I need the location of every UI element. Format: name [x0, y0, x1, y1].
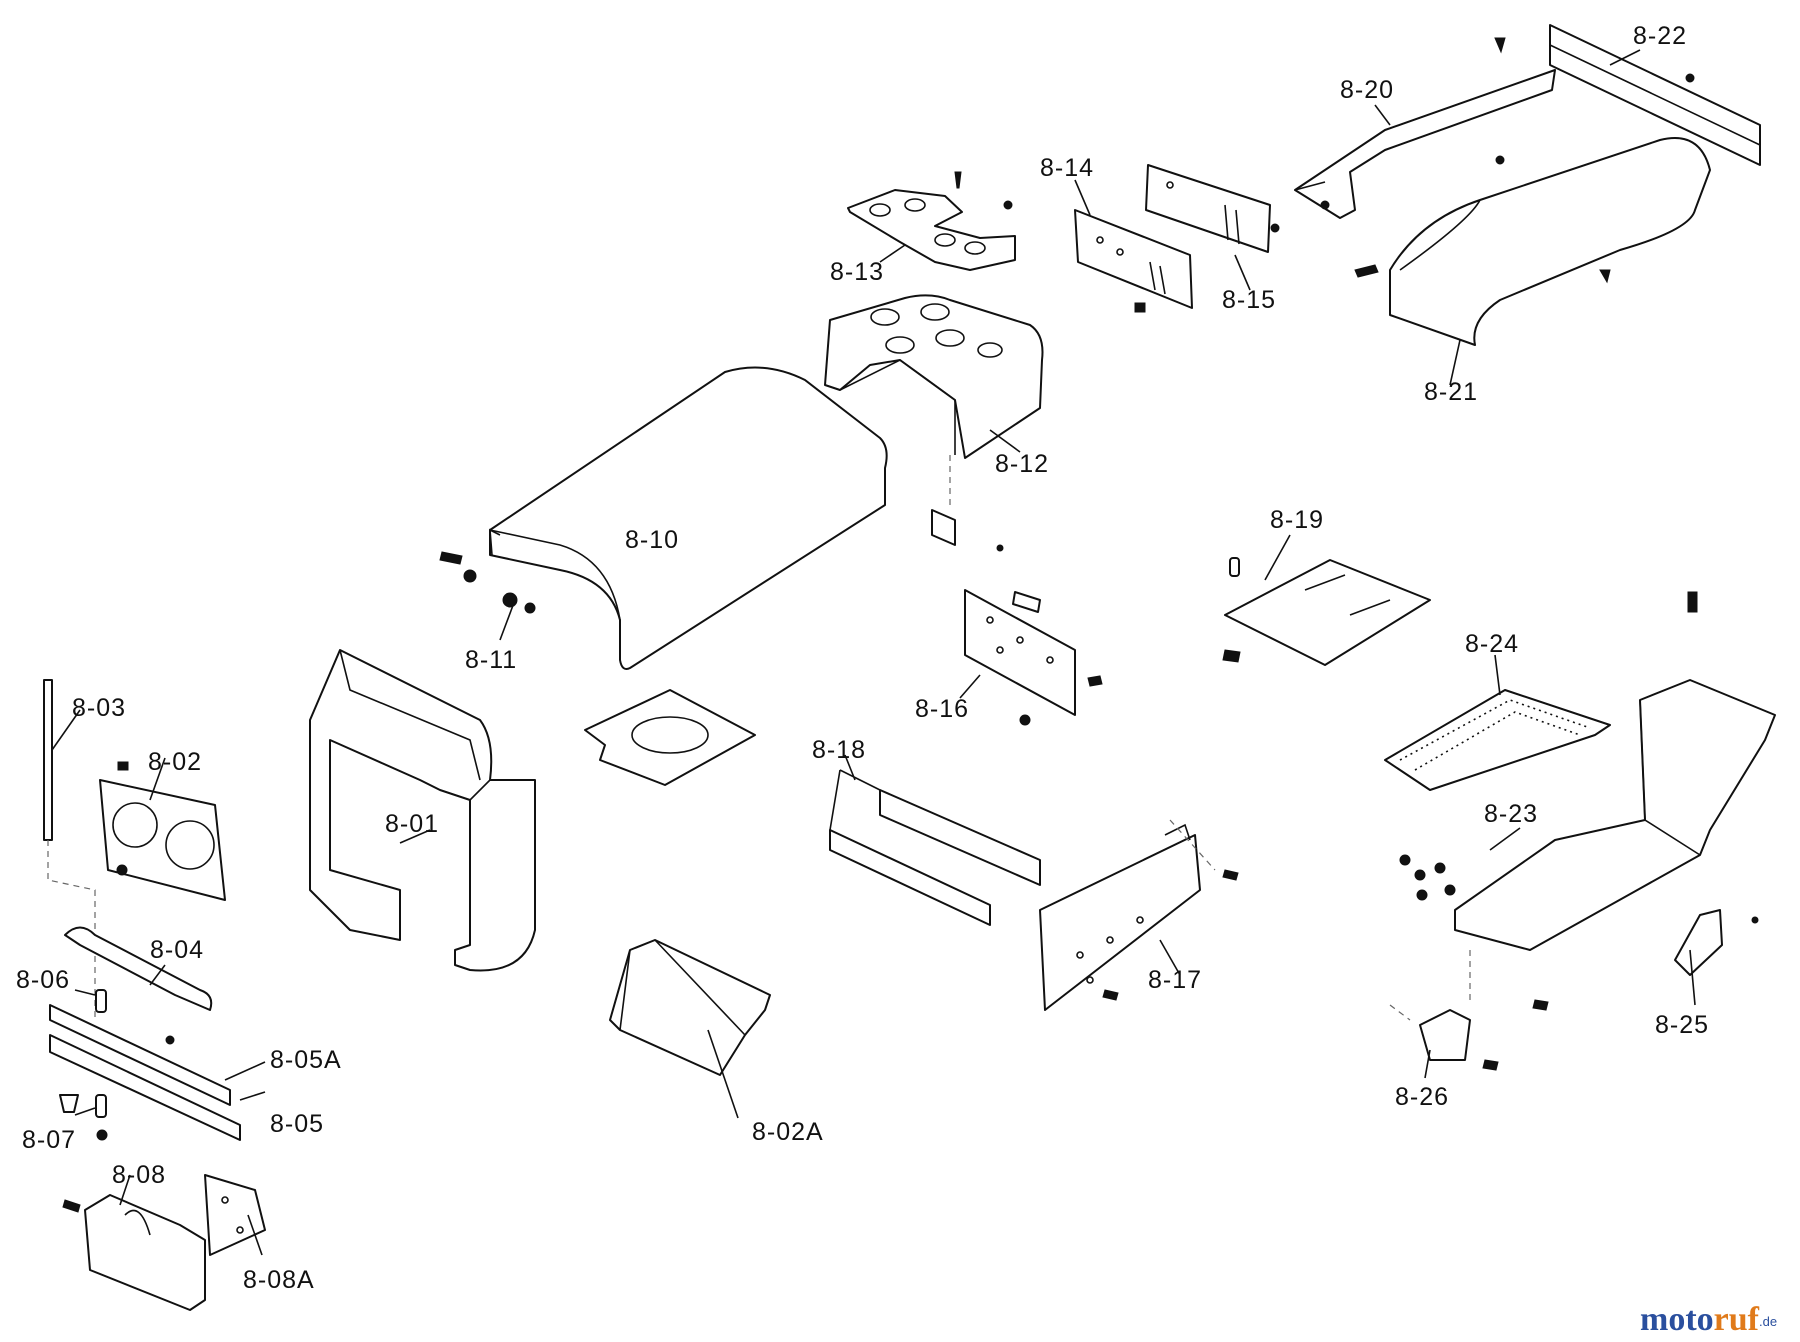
- skid-part: [609, 939, 771, 1076]
- label-8-22: 8-22: [1633, 22, 1687, 50]
- label-8-01: 8-01: [385, 810, 439, 838]
- label-8-06: 8-06: [16, 966, 70, 994]
- label-8-15: 8-15: [1222, 286, 1276, 314]
- floor-board-part: [1222, 557, 1431, 666]
- hood-part: [489, 366, 888, 670]
- channel-part: [829, 769, 1041, 926]
- floor-plate-part: [584, 689, 756, 786]
- label-8-14: 8-14: [1040, 154, 1094, 182]
- fender-part: [1320, 137, 1711, 346]
- label-8-16: 8-16: [915, 695, 969, 723]
- label-8-24: 8-24: [1465, 630, 1519, 658]
- grille-frame-part: [309, 649, 536, 972]
- label-8-05: 8-05: [270, 1110, 324, 1138]
- gauge-plate-part: [847, 171, 1016, 271]
- support-bar-part: [64, 926, 213, 1011]
- label-8-02a: 8-02A: [752, 1118, 824, 1146]
- hinge-part: [931, 455, 1004, 552]
- label-8-13: 8-13: [830, 258, 884, 286]
- label-8-26: 8-26: [1395, 1083, 1449, 1111]
- watermark-logo: motoruf.de: [1640, 1301, 1777, 1338]
- side-plate-part: [1074, 209, 1193, 313]
- label-8-10: 8-10: [625, 526, 679, 554]
- bracket-plate-part: [1674, 909, 1759, 976]
- front-grille-part: [99, 761, 226, 901]
- label-8-08: 8-08: [112, 1161, 166, 1189]
- label-8-08a: 8-08A: [243, 1266, 315, 1294]
- label-8-04: 8-04: [150, 936, 204, 964]
- rear-plate-part: [1145, 164, 1280, 253]
- dash-panel-part: [824, 294, 1044, 459]
- label-8-07: 8-07: [22, 1126, 76, 1154]
- label-8-12: 8-12: [995, 450, 1049, 478]
- front-bracket-part: [62, 1194, 206, 1311]
- label-8-03: 8-03: [72, 694, 126, 722]
- floor-mat-part: [1384, 689, 1611, 791]
- rod-part: [43, 679, 96, 1020]
- label-8-05a: 8-05A: [270, 1046, 342, 1074]
- rear-bracket-part: [1294, 69, 1556, 219]
- label-8-17: 8-17: [1148, 966, 1202, 994]
- label-8-23: 8-23: [1484, 800, 1538, 828]
- small-bracket-part: [204, 1174, 266, 1256]
- label-8-02: 8-02: [148, 748, 202, 776]
- mount-plate-part: [964, 589, 1103, 726]
- label-8-25: 8-25: [1655, 1011, 1709, 1039]
- platform-part: [1399, 591, 1776, 951]
- leader-lines: [51, 49, 1696, 1256]
- label-8-20: 8-20: [1340, 76, 1394, 104]
- label-8-19: 8-19: [1270, 506, 1324, 534]
- rail-part: [49, 1004, 241, 1141]
- side-panel-part: [1039, 819, 1239, 1011]
- part-labels: 8-01 8-02 8-02A 8-03 8-04 8-05A 8-05 8-0…: [16, 22, 1709, 1294]
- label-8-21: 8-21: [1424, 378, 1478, 406]
- label-8-11: 8-11: [465, 646, 517, 674]
- angle-bracket-part: [1389, 950, 1549, 1071]
- label-8-18: 8-18: [812, 736, 866, 764]
- svg-text:motoruf.de: motoruf.de: [1640, 1301, 1777, 1338]
- pin-part: [59, 989, 108, 1141]
